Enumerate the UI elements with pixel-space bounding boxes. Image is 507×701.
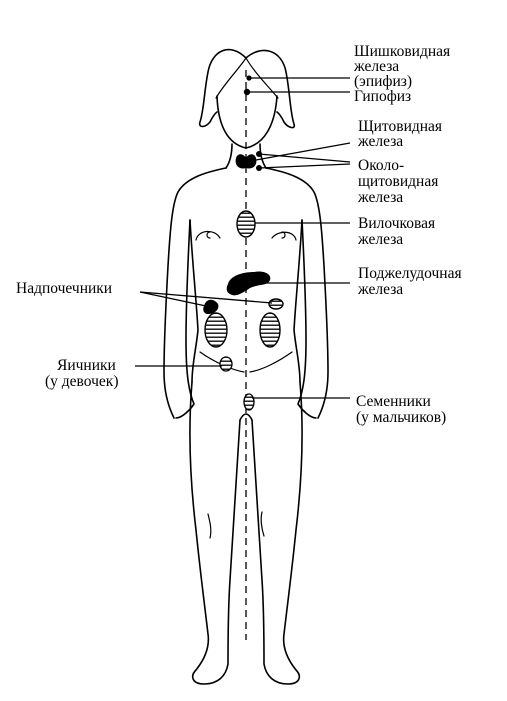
leader-adrenal-right <box>139 291 273 304</box>
glands <box>203 75 284 411</box>
right-arm <box>265 167 329 419</box>
label-adrenal: Надпочечники <box>16 280 112 297</box>
ovary <box>219 356 233 372</box>
label-parathyroid-line-1: Около- <box>358 157 404 174</box>
leader-thyroid <box>255 142 351 161</box>
right-leg <box>251 381 303 685</box>
hair-line <box>215 57 279 99</box>
label-pineal-line-3: (эпифиз) <box>354 73 412 90</box>
neck <box>225 143 267 169</box>
leader-parathyroid-2 <box>258 163 351 169</box>
label-pituitary: Гипофиз <box>354 88 411 105</box>
label-ovaries-line-1: Яичники <box>57 357 116 374</box>
label-parathyroid-line-2: щитовидная <box>358 173 438 190</box>
pancreas-gland <box>226 271 271 296</box>
label-thymus-line-2: железа <box>357 231 403 248</box>
left-arm <box>163 167 227 419</box>
knee-right <box>260 511 265 537</box>
nipple-right <box>281 231 286 239</box>
label-pineal-line-2: железа <box>353 58 399 75</box>
label-testes-line-2: (у мальчиков) <box>356 409 446 426</box>
label-pancreas-line-1: Поджелудочная <box>358 265 462 282</box>
thymus-gland <box>236 210 256 238</box>
label-ovaries-line-2: (у девочек) <box>45 373 118 390</box>
leader-adrenal-left <box>139 291 207 307</box>
torso <box>189 219 303 383</box>
label-testes-line-1: Семенники <box>356 393 431 410</box>
breast-left <box>195 230 221 241</box>
crotch <box>239 413 253 421</box>
labels: Шишковидная железа (эпифиз) Гипофиз Щито… <box>16 43 462 426</box>
label-parathyroid-line-3: железа <box>357 189 403 206</box>
breast-right <box>271 231 297 241</box>
kidney-right <box>259 312 281 348</box>
adrenal-gland-right <box>268 298 284 310</box>
left-leg <box>189 381 241 685</box>
label-pineal-line-1: Шишковидная <box>354 43 450 60</box>
leader-lines <box>135 77 351 399</box>
label-thyroid-line-2: железа <box>357 133 403 150</box>
thyroid-gland <box>235 154 257 169</box>
face <box>216 95 278 149</box>
leader-parathyroid-1 <box>258 153 351 163</box>
label-pancreas-line-2: железа <box>357 281 403 298</box>
testis <box>243 393 255 411</box>
label-thyroid-line-1: Щитовидная <box>358 118 442 135</box>
nipple-left <box>206 231 211 239</box>
head-hair <box>198 48 296 129</box>
label-thymus-line-1: Вилочковая <box>358 215 435 232</box>
knee-left <box>207 513 212 539</box>
adrenal-gland-left <box>203 299 219 314</box>
kidney-left <box>204 312 228 348</box>
body-outline <box>163 48 329 685</box>
